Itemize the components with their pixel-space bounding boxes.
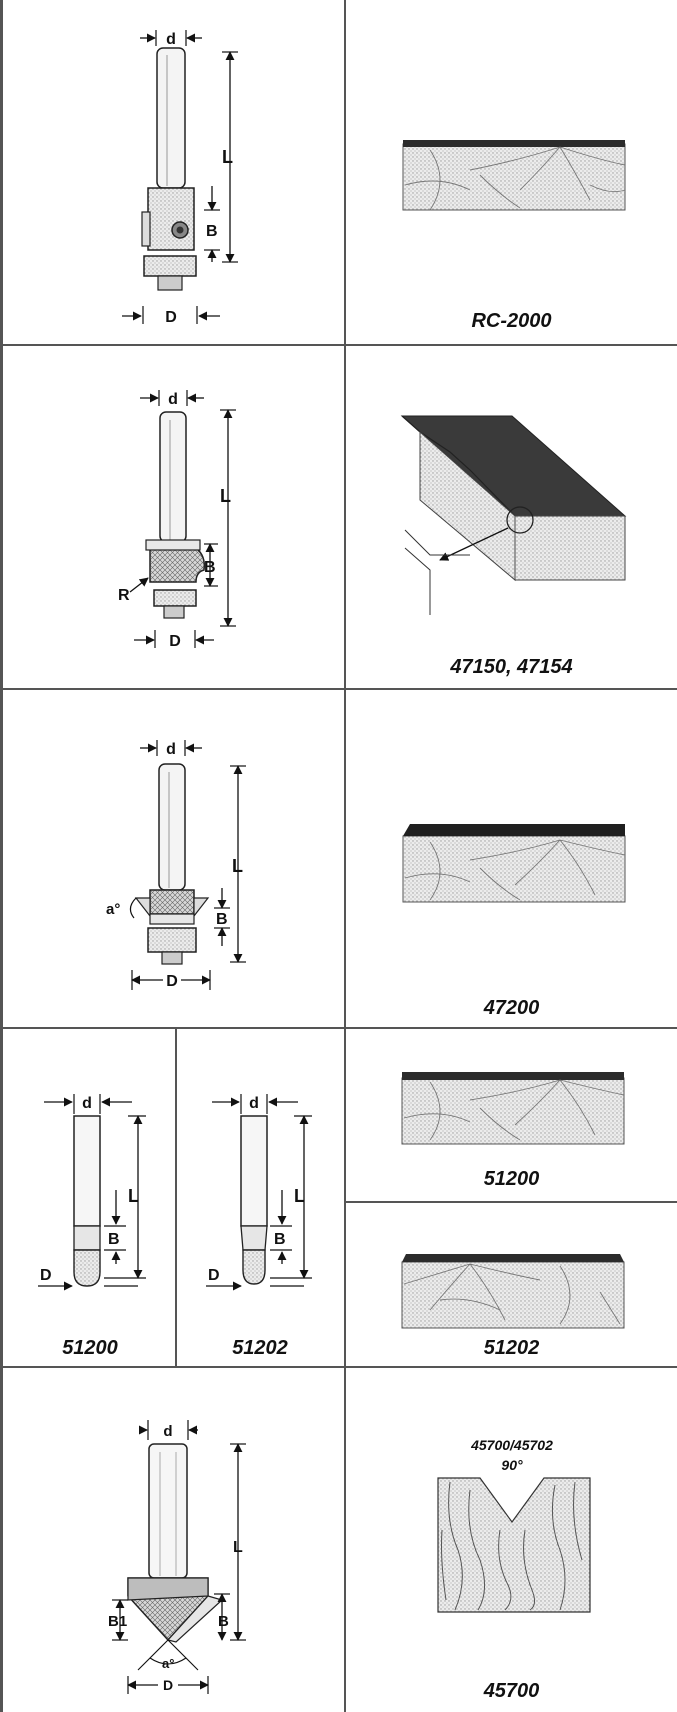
caption-51200-left: 51200: [62, 1337, 118, 1359]
bearing: [153, 589, 197, 607]
laminate-layer: [402, 1072, 624, 1080]
laminate-layer: [402, 1254, 624, 1262]
profile-51200: [401, 1072, 625, 1145]
svg-text:d: d: [249, 1095, 259, 1112]
profile-47150: [400, 415, 627, 615]
svg-text:B: B: [274, 1231, 286, 1248]
svg-text:L: L: [222, 147, 233, 167]
svg-text:B: B: [216, 911, 228, 928]
shank: [156, 47, 186, 189]
svg-text:B: B: [108, 1231, 120, 1248]
svg-text:a°: a°: [106, 901, 120, 918]
bit-47200: d L B a° D: [106, 740, 246, 990]
bit-51200: d L B D: [38, 1094, 146, 1291]
shank: [148, 1443, 188, 1579]
shank: [240, 1115, 268, 1227]
caption-rc-2000: RC-2000: [471, 310, 552, 332]
shank: [159, 411, 187, 543]
svg-text:D: D: [166, 973, 178, 990]
svg-text:a°: a°: [162, 1656, 174, 1671]
svg-text:L: L: [128, 1186, 139, 1206]
grid-row-divider-3: [0, 1027, 677, 1029]
shank: [73, 1115, 101, 1227]
svg-text:B: B: [218, 1613, 229, 1630]
grid-sub-divider-left: [175, 1027, 177, 1366]
bearing: [143, 255, 197, 277]
svg-text:L: L: [233, 1539, 243, 1556]
svg-text:L: L: [294, 1186, 305, 1206]
svg-text:D: D: [165, 309, 177, 326]
svg-text:d: d: [163, 1423, 172, 1440]
caption-47200: 47200: [483, 997, 540, 1019]
svg-text:90°: 90°: [501, 1457, 523, 1473]
svg-text:d: d: [166, 741, 176, 758]
ball-tip: [242, 1249, 266, 1285]
caption-45700: 45700: [483, 1680, 540, 1702]
profile-47200: [402, 824, 626, 903]
svg-text:B: B: [206, 223, 218, 240]
cutter-body: [149, 547, 206, 583]
svg-text:D: D: [169, 633, 181, 650]
grid-row-divider-4: [0, 1366, 677, 1368]
svg-text:d: d: [82, 1095, 92, 1112]
svg-text:d: d: [168, 391, 178, 408]
profile-51202: [401, 1254, 625, 1329]
laminate-layer: [403, 140, 625, 147]
svg-text:B: B: [204, 559, 216, 576]
grid-row-divider-2: [0, 688, 677, 690]
caption-51202-right: 51202: [483, 1337, 540, 1359]
svg-text:D: D: [163, 1677, 173, 1693]
bit-rc-2000: d L B D: [122, 30, 238, 326]
svg-text:L: L: [232, 856, 243, 876]
bit-47150: d L B R D: [118, 390, 236, 650]
cutter-body: [149, 889, 195, 915]
svg-text:B1: B1: [108, 1613, 127, 1630]
grid-left-border: [0, 0, 3, 1712]
ball-tip: [73, 1249, 101, 1287]
caption-47150-47154: 47150, 47154: [450, 656, 573, 678]
bit-45700: d L B B1 a° D: [108, 1420, 246, 1694]
svg-text:R: R: [118, 587, 130, 604]
profile-rc-2000: [402, 140, 626, 211]
grid-center-divider: [344, 0, 346, 1712]
bit-51202: d L B D: [206, 1094, 312, 1291]
grid-sub-divider-right: [344, 1201, 677, 1203]
grid-row-divider-1: [0, 344, 677, 346]
shank: [158, 763, 186, 891]
profile-45700: 45700/45702 90°: [437, 1437, 591, 1613]
svg-text:d: d: [166, 31, 176, 48]
caption-51200-right: 51200: [483, 1168, 540, 1190]
laminate-layer: [403, 824, 625, 836]
svg-text:45700/45702: 45700/45702: [470, 1437, 553, 1453]
svg-text:L: L: [220, 486, 231, 506]
cutter-body: [147, 187, 195, 251]
svg-text:D: D: [40, 1267, 52, 1284]
bearing: [147, 927, 197, 953]
caption-51202-mid: 51202: [232, 1337, 288, 1359]
svg-text:D: D: [208, 1267, 220, 1284]
